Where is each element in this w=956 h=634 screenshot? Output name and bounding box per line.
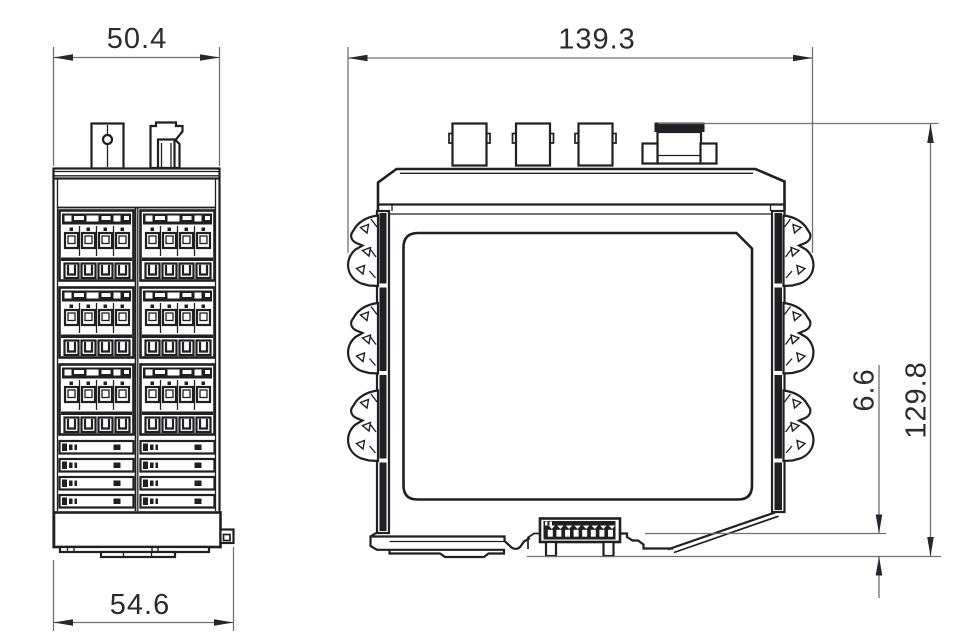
arrowhead	[793, 54, 813, 62]
mounting-latch	[346, 214, 380, 288]
dimension-side-height: 129.8	[658, 122, 939, 557]
mounting-latch	[346, 301, 380, 375]
side-view: 139.3 129.8 6.6	[346, 24, 941, 598]
terminal-block	[139, 363, 216, 436]
mounting-latch	[346, 389, 380, 463]
arrowhead	[875, 514, 883, 534]
bottom-chamfer	[618, 511, 779, 554]
dimension-label: 139.3	[558, 24, 636, 56]
arrowhead	[53, 619, 73, 626]
front-panel	[402, 231, 754, 501]
terminal-block	[139, 209, 216, 282]
din-clip-foot	[369, 530, 540, 559]
top-cap	[376, 167, 786, 215]
pins	[546, 525, 616, 539]
arrowhead	[53, 54, 73, 61]
arrowhead	[875, 556, 883, 576]
arrowhead	[200, 54, 220, 61]
arrowhead	[927, 123, 934, 143]
mounting-latches-left	[346, 214, 380, 463]
bnc-connector-1	[447, 122, 492, 167]
terminal-blocks	[58, 209, 216, 436]
mounting-latch	[782, 389, 815, 463]
base-section	[52, 511, 235, 559]
dimension-label: 129.8	[901, 361, 933, 439]
terminal-block	[139, 286, 216, 359]
arrowhead	[348, 54, 368, 62]
terminal-block	[58, 363, 135, 436]
bnc-connector-3	[573, 122, 618, 167]
front-view: 50.4 54.6	[52, 23, 235, 631]
dimension-label: 6.6	[849, 368, 881, 411]
arrowhead	[214, 619, 234, 626]
din-foot-front	[58, 545, 211, 559]
clip-connector-front	[149, 121, 184, 170]
dimension-front-bottom-width: 54.6	[52, 547, 235, 631]
bnc-connector-front	[90, 122, 125, 170]
terminal-block	[58, 286, 135, 359]
pin-connector	[538, 517, 622, 558]
mounting-latch	[782, 301, 815, 375]
bnc-connector-2	[511, 122, 555, 167]
dimension-side-width: 139.3	[347, 24, 814, 253]
vent-slats	[58, 439, 216, 509]
dimension-connector-offset: 6.6	[527, 365, 941, 598]
top-band	[52, 167, 221, 180]
dimension-label: 50.4	[107, 23, 167, 55]
terminal-block	[58, 209, 135, 282]
mounting-latches-right	[782, 214, 815, 463]
mounting-latch	[782, 214, 815, 288]
dimension-front-top-width: 50.4	[52, 23, 221, 166]
arrowhead	[927, 537, 934, 557]
power-connector-top	[641, 122, 718, 165]
dimension-label: 54.6	[110, 589, 170, 621]
